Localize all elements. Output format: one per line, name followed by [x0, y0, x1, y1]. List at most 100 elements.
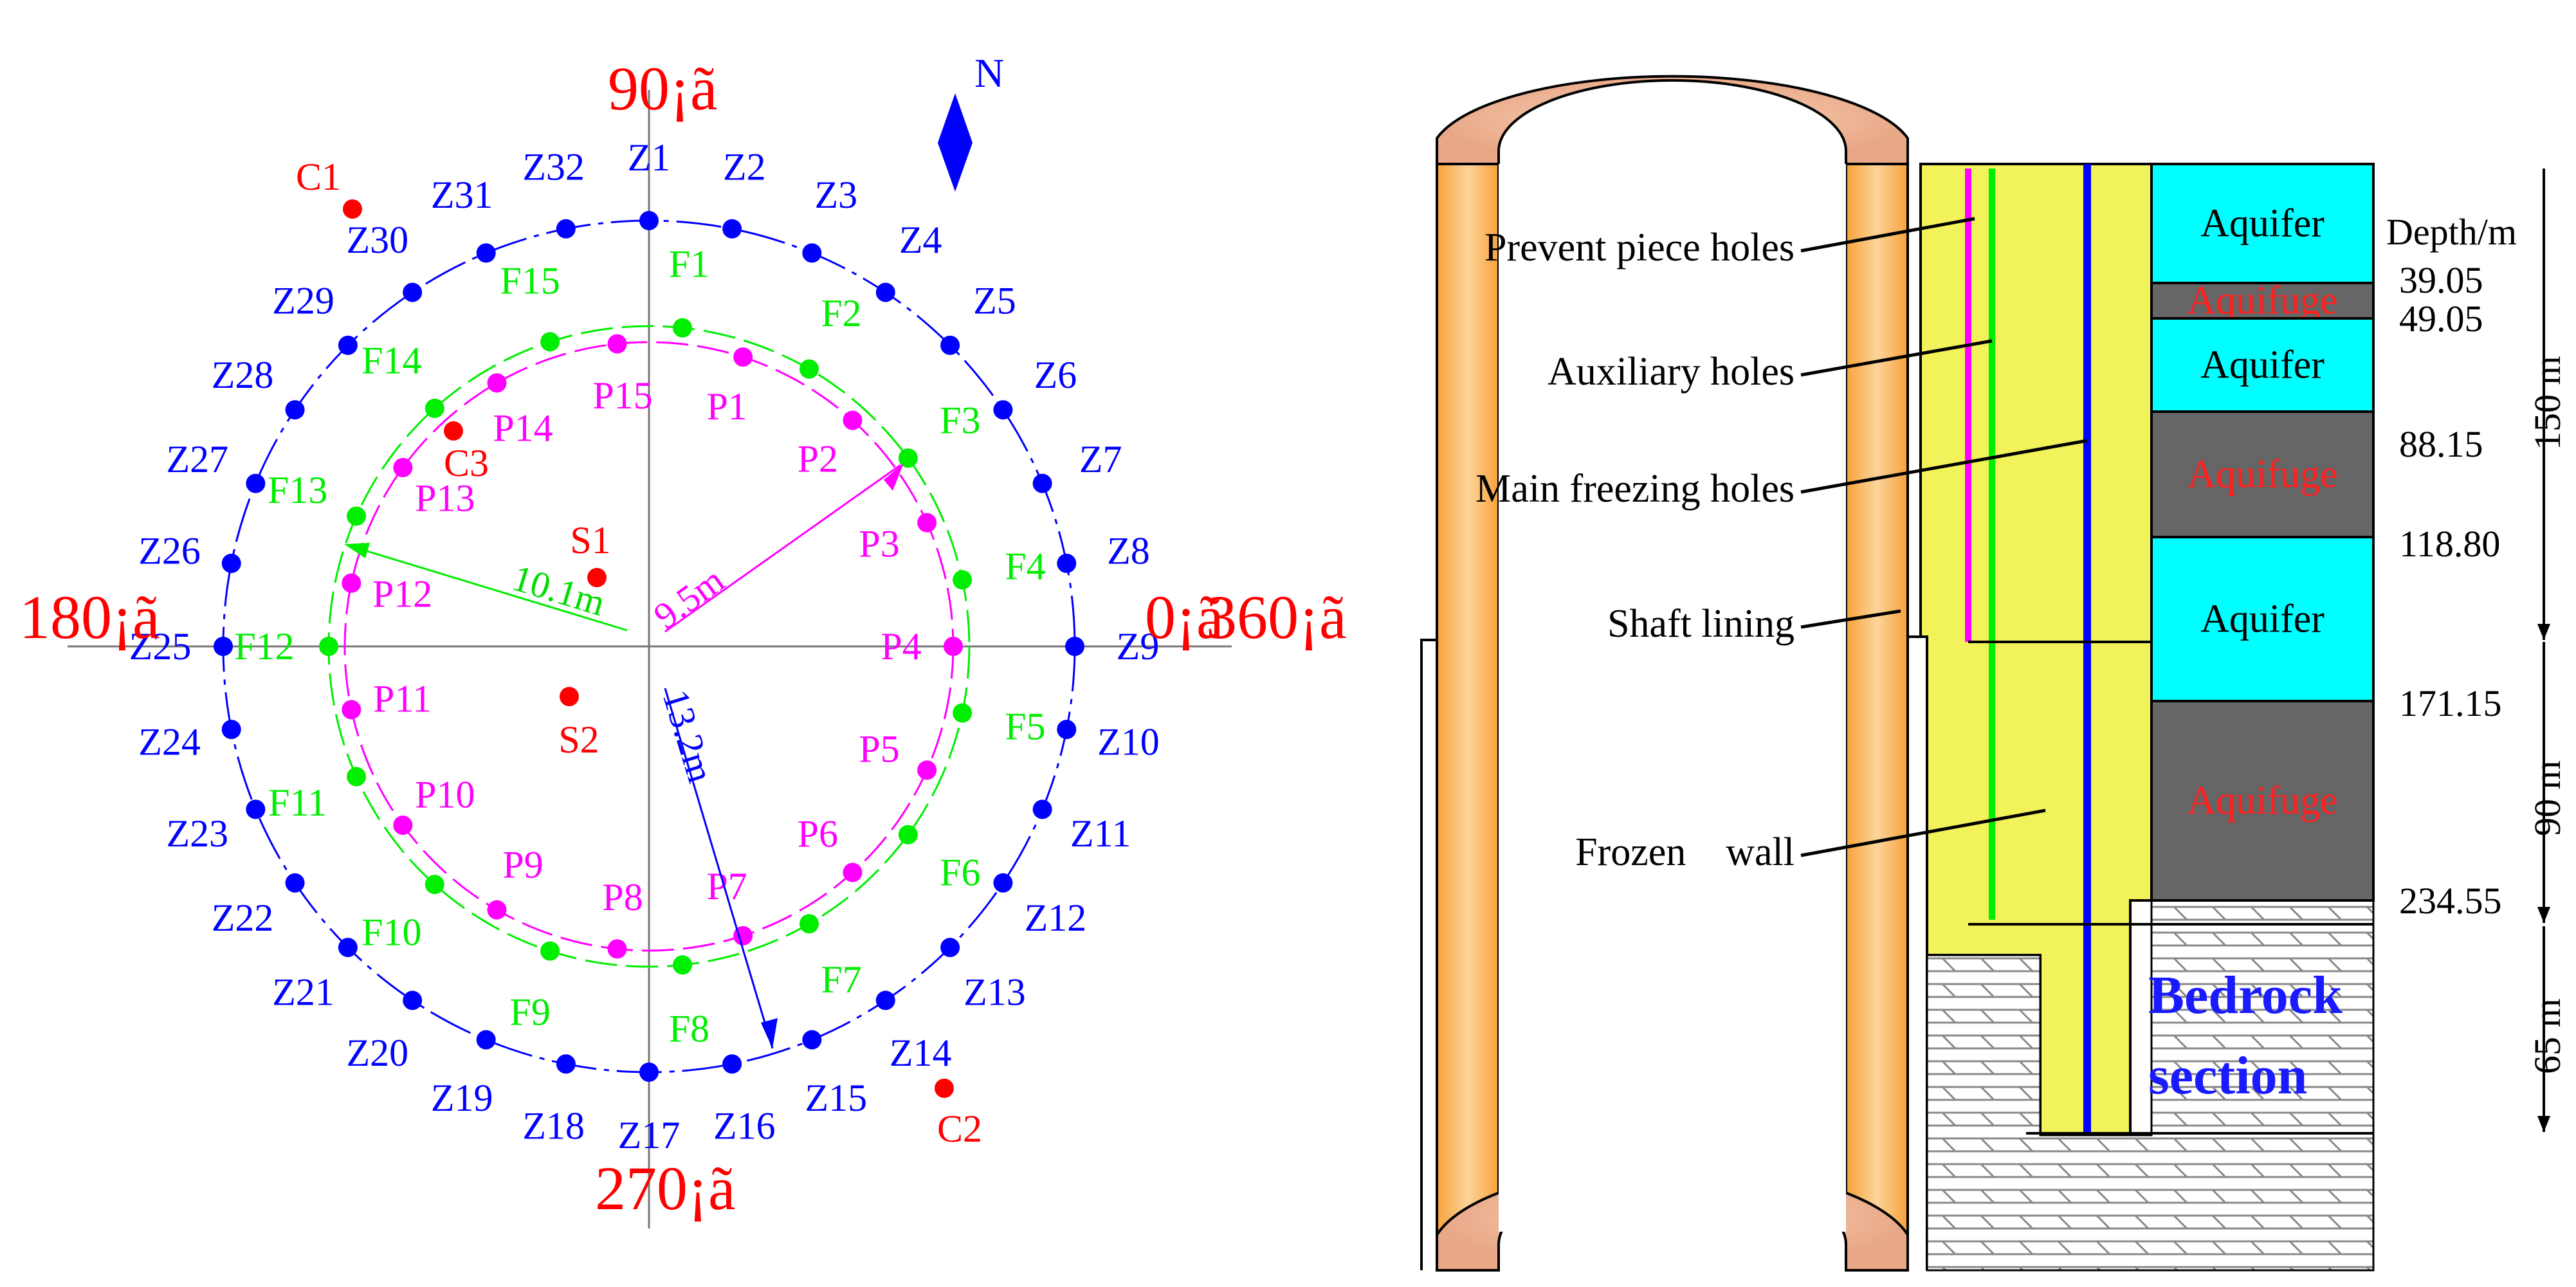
- prevent-hole-label: P8: [602, 876, 643, 918]
- angle-270-label: 270¡ã: [595, 1154, 736, 1223]
- auxiliary-hole-marker: [540, 941, 560, 961]
- dim-arrow: [2537, 1116, 2550, 1132]
- main-hole-marker: [802, 1030, 822, 1050]
- auxiliary-hole-label: F13: [268, 469, 327, 511]
- stratum-aquifer: [2150, 163, 2375, 284]
- prevent-hole-label: P3: [859, 523, 899, 565]
- main-hole-label: Z29: [272, 280, 334, 322]
- label-frozen-wall: Frozen wall: [1575, 830, 1795, 874]
- depth-value: 39.05: [2399, 259, 2483, 301]
- main-hole-label: Z24: [138, 720, 201, 763]
- main-hole-marker: [802, 243, 822, 263]
- dim-arrow: [2537, 907, 2550, 923]
- prevent-hole-label: P10: [415, 773, 475, 816]
- main-hole-label: Z4: [899, 219, 942, 261]
- outer-casing-right: [1908, 635, 1928, 1270]
- auxiliary-hole-label: F2: [821, 292, 861, 334]
- main-hole-marker: [403, 990, 423, 1010]
- auxiliary-hole-marker: [347, 767, 367, 787]
- depth-value: 171.15: [2399, 682, 2502, 724]
- prevent-hole-label: P14: [493, 407, 553, 450]
- main-hole-label: Z26: [138, 530, 201, 572]
- main-hole-marker: [722, 1054, 742, 1074]
- special-hole-marker: [935, 1079, 954, 1098]
- special-hole-label: S1: [570, 519, 610, 561]
- main-hole-label: Z31: [431, 174, 493, 216]
- auxiliary-hole-marker: [425, 398, 444, 418]
- main-hole-marker: [993, 873, 1013, 893]
- auxiliary-hole-marker: [673, 955, 693, 975]
- leader-line-lining: [1800, 609, 1901, 629]
- main-hole-marker: [639, 1063, 659, 1082]
- main-hole-marker: [722, 219, 742, 239]
- dimension-label-90: 90 m: [2526, 760, 2568, 836]
- north-arrow-icon: [938, 93, 973, 192]
- special-hole-marker: [587, 568, 607, 587]
- prevent-hole-marker: [393, 816, 413, 835]
- arrowhead-aux: [344, 543, 370, 558]
- prevent-hole-label: P7: [706, 865, 747, 908]
- auxiliary-hole-marker: [540, 332, 560, 352]
- depth-value: 88.15: [2399, 423, 2483, 465]
- radius-arrow-prevent: [664, 464, 901, 633]
- auxiliary-hole-label: F5: [1005, 705, 1045, 747]
- bedrock-label-line1: Bedrock: [2148, 965, 2343, 1025]
- prevent-hole-marker: [843, 863, 863, 882]
- special-hole-label: C2: [937, 1108, 982, 1150]
- depth-value: 234.55: [2399, 880, 2502, 922]
- prevent-hole-marker: [487, 373, 507, 393]
- radius-label-main: 13.2m: [655, 685, 722, 787]
- arrowhead-main: [761, 1018, 778, 1048]
- main-hole-marker: [940, 938, 960, 958]
- prevent-hole-label: P2: [798, 438, 838, 480]
- stratum-aquifer: [2150, 536, 2375, 702]
- prevent-hole-marker: [733, 347, 753, 367]
- leader-line-prevent: [1800, 217, 1975, 253]
- auxiliary-hole-label: F14: [361, 340, 421, 382]
- stratum-aquifuge: [2150, 410, 2375, 538]
- auxiliary-hole-marker: [799, 359, 819, 379]
- auxiliary-hole-marker: [319, 637, 338, 656]
- auxiliary-hole-marker: [799, 914, 819, 934]
- main-hole-marker: [639, 211, 659, 230]
- prevent-hole-label: P5: [859, 727, 899, 770]
- shaft-lining-right: [1845, 163, 1909, 1272]
- angle-360-label: 360¡ã: [1206, 583, 1347, 652]
- auxiliary-hole-label: F11: [268, 781, 327, 824]
- prevent-hole-label: P1: [706, 385, 747, 428]
- stratum-label: Aquifuge: [2187, 779, 2337, 823]
- auxiliary-hole-marker: [898, 825, 918, 844]
- main-hole-marker: [214, 637, 233, 656]
- main-hole-marker: [246, 799, 266, 819]
- main-hole-label: Z19: [431, 1077, 493, 1119]
- stratum-label: Aquifer: [2200, 598, 2325, 641]
- shaft-lining-top-cap: [1436, 75, 1909, 165]
- auxiliary-hole-marker: [953, 570, 973, 590]
- auxiliary-hole-label: F1: [669, 242, 709, 285]
- dimension-label-150: 150 m: [2526, 356, 2568, 450]
- main-hole-label: Z27: [167, 438, 229, 480]
- main-hole-label: Z17: [618, 1114, 681, 1156]
- main-hole-marker: [940, 335, 960, 355]
- auxiliary-hole-label: F4: [1005, 545, 1045, 588]
- auxiliary-hole-label: F6: [940, 851, 980, 893]
- angle-90-label: 90¡ã: [608, 54, 718, 123]
- prevent-hole-label: P4: [881, 625, 921, 668]
- main-hole-label: Z16: [713, 1104, 776, 1147]
- main-hole-marker: [1032, 799, 1052, 819]
- main-hole-marker: [476, 1030, 496, 1050]
- prevent-hole-label: P6: [798, 812, 838, 855]
- auxiliary-hole-marker: [425, 875, 444, 895]
- main-hole-label: Z7: [1079, 438, 1122, 480]
- prevent-hole-label: P15: [592, 374, 652, 417]
- prevent-hole-label: P9: [502, 843, 543, 886]
- main-hole-label: Z15: [805, 1077, 868, 1119]
- arrowhead-prevent: [884, 463, 904, 491]
- shaft-vertical-section: AquiferAquifugeAquiferAquifugeAquiferAqu…: [1420, 75, 2568, 1272]
- main-hole-marker: [221, 720, 241, 740]
- label-shaft-lining: Shaft lining: [1607, 602, 1795, 646]
- main-hole-marker: [338, 335, 358, 355]
- main-hole-marker: [993, 400, 1013, 420]
- shaft-interior: [1499, 164, 1846, 1232]
- prevent-hole-marker: [487, 900, 507, 920]
